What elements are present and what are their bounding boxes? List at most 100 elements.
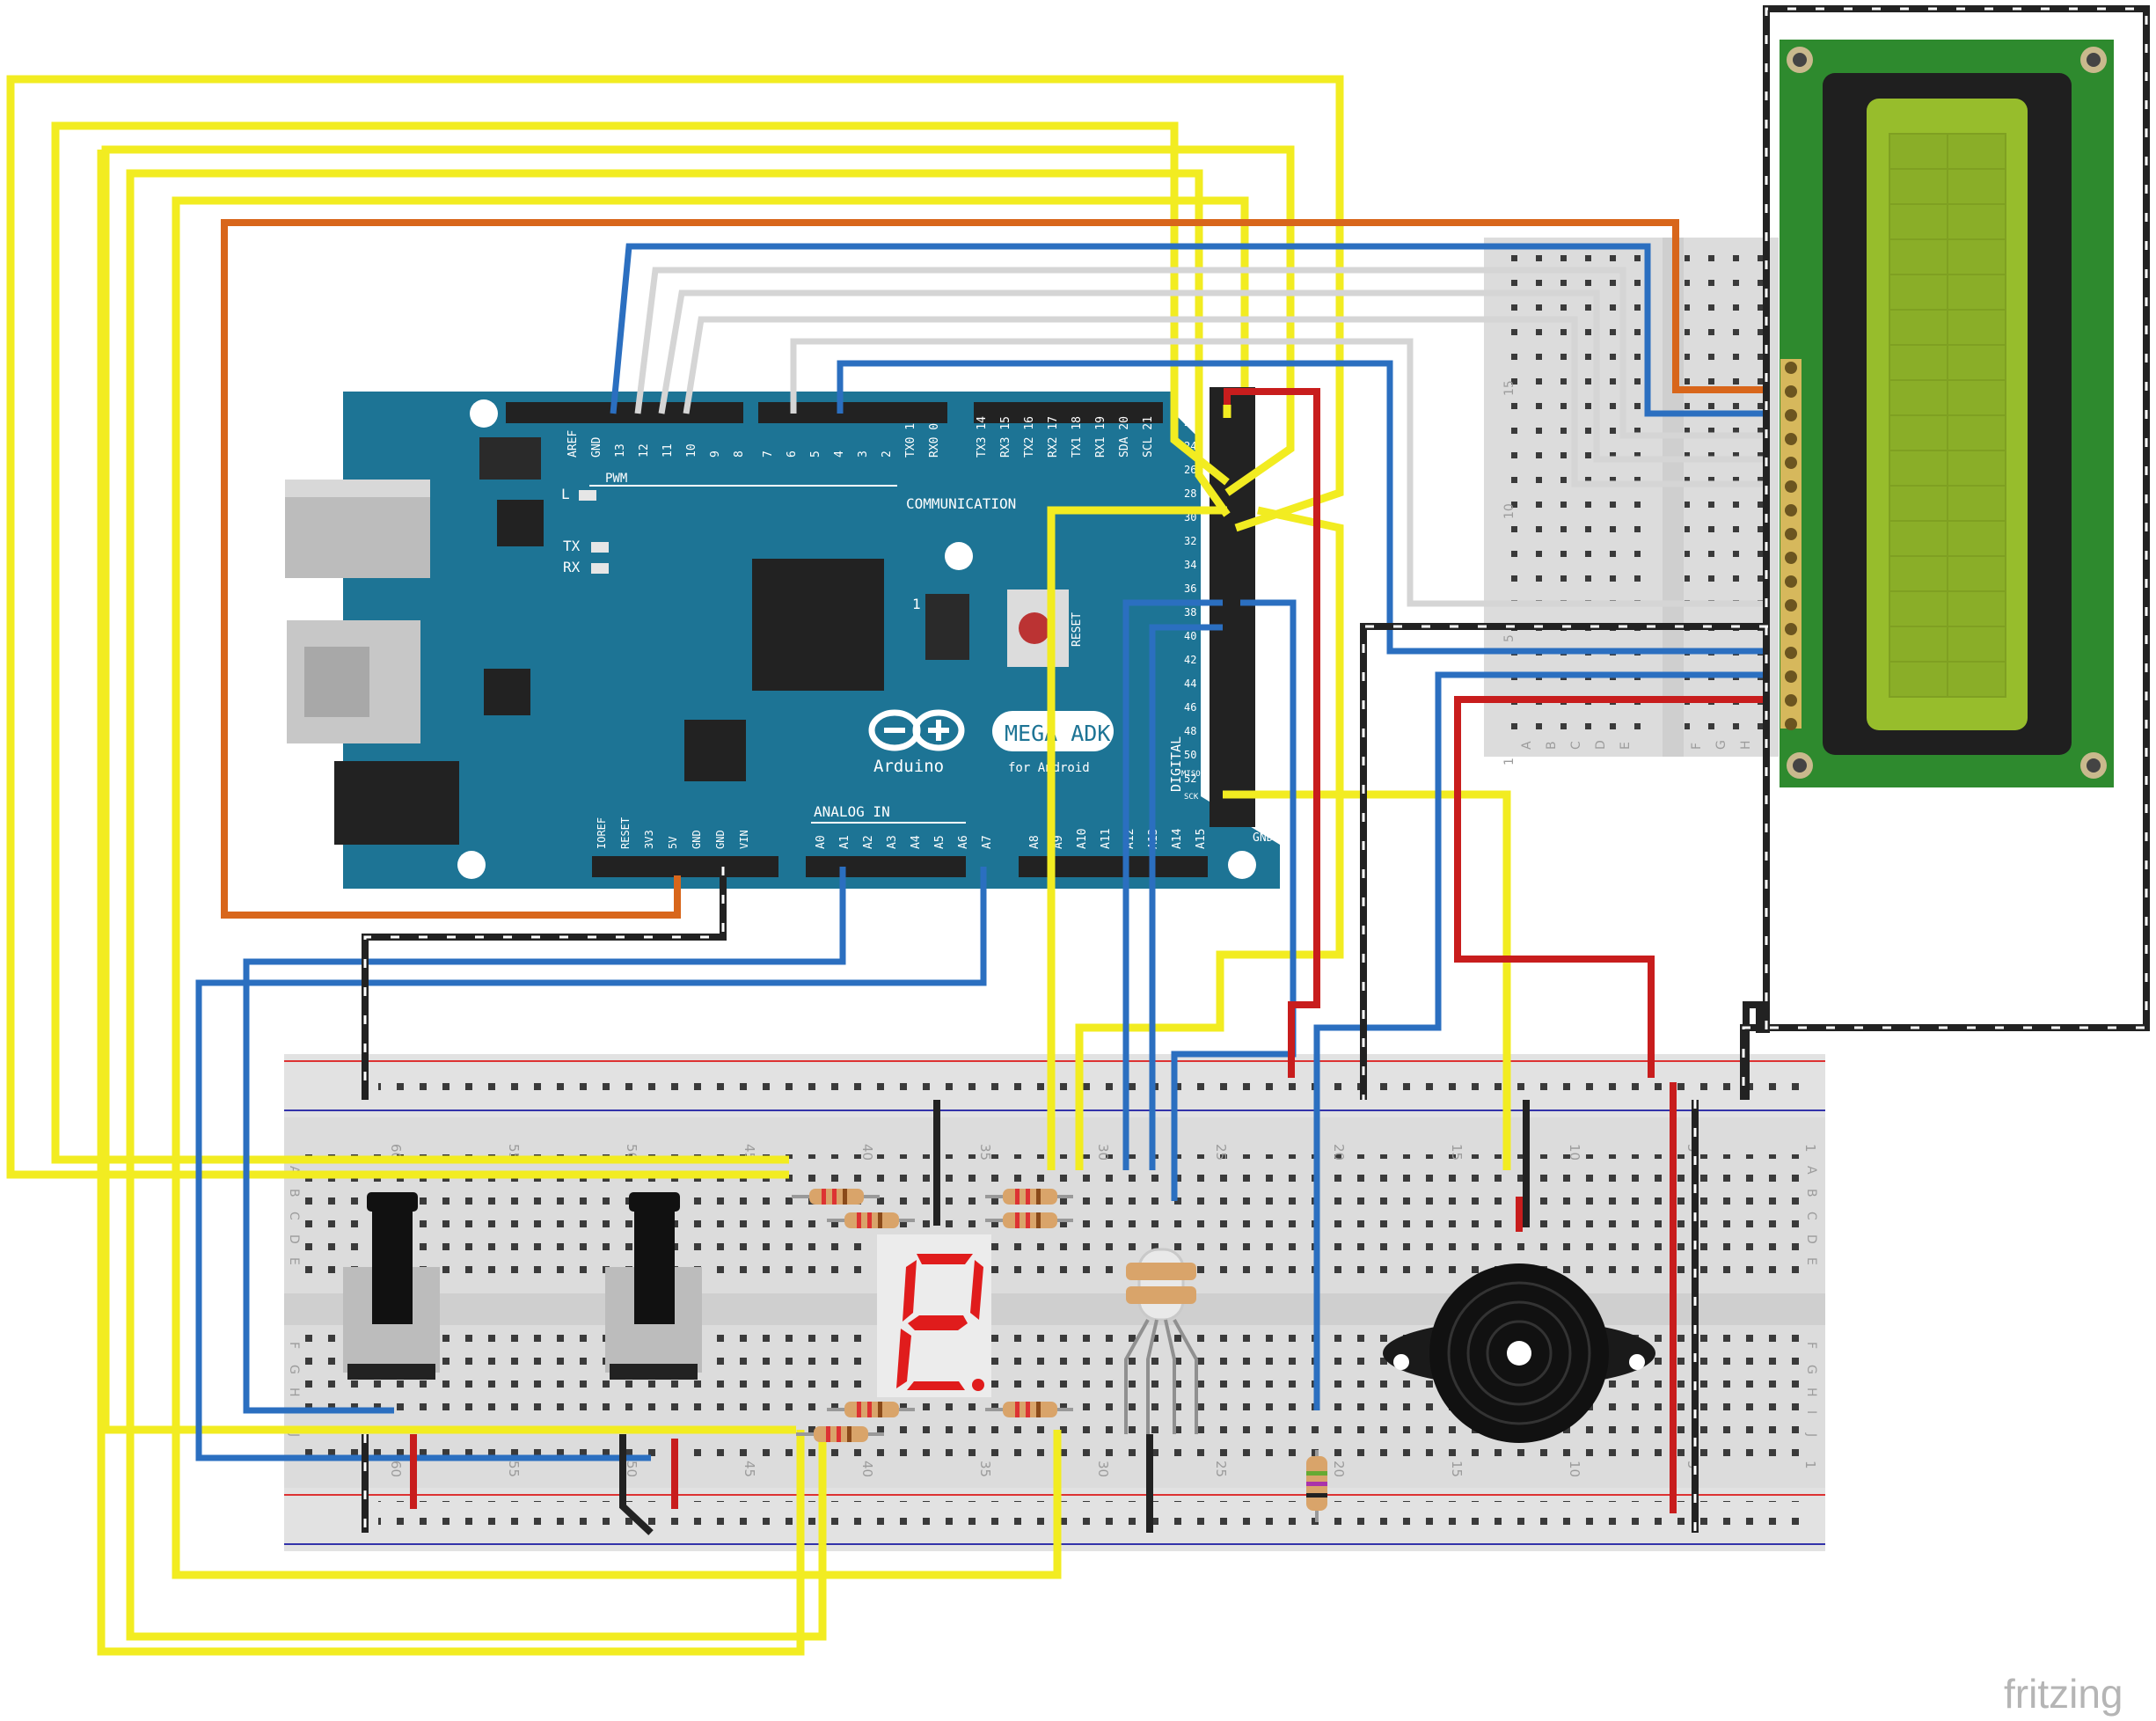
pin-label: A7 bbox=[981, 835, 994, 849]
header-pin-label: 28 bbox=[1184, 487, 1196, 500]
miso-label: MISO bbox=[1181, 770, 1201, 779]
small-bb-col-label: C bbox=[1569, 741, 1583, 750]
header-pin-label: 22 bbox=[1184, 416, 1196, 428]
small-bb-col-label: E bbox=[1619, 742, 1633, 750]
column-number: 45 bbox=[742, 1461, 757, 1477]
pin-label: AREF bbox=[566, 430, 580, 458]
reset-label: RESET bbox=[1071, 612, 1084, 647]
pin-label: A6 bbox=[957, 835, 970, 849]
header-pin-label: 35 bbox=[1261, 559, 1274, 571]
row-label: E bbox=[1804, 1257, 1818, 1265]
pin-label: 7 bbox=[762, 450, 775, 458]
potentiometer-2 bbox=[605, 1192, 702, 1380]
pin-label: A5 bbox=[933, 835, 946, 849]
pin-label: A3 bbox=[886, 835, 899, 849]
pin-label: 6 bbox=[786, 450, 799, 458]
small-bb-col-label: H bbox=[1739, 740, 1753, 750]
row-label: J bbox=[287, 1432, 301, 1437]
pin-label: A15 bbox=[1195, 829, 1208, 849]
header-pin-label: 29 bbox=[1261, 487, 1274, 500]
header-pin-label: 53 bbox=[1261, 773, 1274, 785]
pin-label: RESET bbox=[619, 817, 632, 849]
column-number: 30 bbox=[1095, 1144, 1111, 1161]
pin-label: 10 bbox=[685, 443, 698, 458]
pin-label: TX1 18 bbox=[1071, 416, 1084, 458]
column-number: 1 bbox=[1802, 1461, 1818, 1469]
mosi-label: MOSI bbox=[1261, 770, 1281, 779]
header-pin-label: 52 bbox=[1184, 773, 1196, 785]
column-number: 20 bbox=[1331, 1461, 1347, 1477]
resistors bbox=[792, 1189, 1073, 1442]
pin-label: 11 bbox=[661, 443, 675, 458]
row-label: A bbox=[1804, 1166, 1818, 1175]
potentiometer-1 bbox=[343, 1192, 440, 1380]
resistor bbox=[985, 1402, 1073, 1417]
sck-label: SCK bbox=[1184, 793, 1199, 802]
gnd-label: GND bbox=[1253, 831, 1274, 845]
lcd-pin bbox=[1785, 385, 1797, 398]
pin-label: 3V3 bbox=[643, 830, 655, 849]
header-pin-label: 47 bbox=[1261, 701, 1274, 714]
header-pin-label: 49 bbox=[1261, 725, 1274, 737]
pin-label: RX2 17 bbox=[1047, 416, 1060, 458]
pin-label: IOREF bbox=[596, 817, 608, 849]
pin-label: A2 bbox=[862, 835, 875, 849]
small-bb-col-label: D bbox=[1594, 740, 1608, 750]
lcd-pin bbox=[1785, 433, 1797, 445]
column-number: 20 bbox=[1331, 1144, 1347, 1161]
row-label: G bbox=[287, 1365, 301, 1374]
pin-label: SDA 20 bbox=[1118, 416, 1131, 458]
brand-label: Arduino bbox=[873, 757, 944, 776]
pin-label: 5V bbox=[667, 837, 679, 849]
lcd-pin bbox=[1785, 528, 1797, 540]
pin-label: GND bbox=[691, 830, 703, 849]
pin-label: A1 bbox=[838, 835, 851, 849]
pin-label: A8 bbox=[1028, 835, 1041, 849]
lcd-pin bbox=[1785, 623, 1797, 635]
header-pin-label: 5V bbox=[1184, 392, 1196, 405]
pin-label: 4 bbox=[833, 450, 846, 458]
communication-label: COMMUNICATION bbox=[906, 495, 1016, 512]
small-bb-col-label: B bbox=[1545, 741, 1559, 750]
column-number: 10 bbox=[1567, 1461, 1582, 1477]
lcd-pin bbox=[1785, 409, 1797, 421]
column-number: 25 bbox=[1213, 1144, 1229, 1161]
pin-label: RX1 19 bbox=[1094, 416, 1107, 458]
pin-label: A10 bbox=[1076, 829, 1089, 849]
pin-label: 3 bbox=[857, 450, 870, 458]
pin-label: A14 bbox=[1171, 828, 1184, 849]
header-pin-label: 45 bbox=[1261, 677, 1274, 690]
analog-in-label: ANALOG IN bbox=[814, 803, 890, 820]
row-label: G bbox=[1804, 1365, 1818, 1374]
pin-label: A11 bbox=[1100, 829, 1113, 849]
wires bbox=[6, 5, 2150, 1656]
lcd-pin bbox=[1785, 647, 1797, 659]
row-label: D bbox=[287, 1234, 301, 1244]
arduino-mega-adk-board: RESET 1 L TX RX Arduino MEGA ADK for And… bbox=[285, 387, 1281, 889]
column-number: 25 bbox=[1213, 1461, 1229, 1477]
pwm-label: PWM bbox=[605, 472, 627, 486]
header-pin-label: 39 bbox=[1261, 606, 1274, 619]
pin-label: TX2 16 bbox=[1023, 416, 1036, 458]
row-label: H bbox=[287, 1388, 301, 1397]
small-bb-row-number: 10 bbox=[1502, 503, 1517, 519]
header-pin-label: 41 bbox=[1261, 630, 1274, 642]
pin-label: GND bbox=[714, 830, 727, 849]
row-label: J bbox=[1804, 1432, 1818, 1437]
row-label: F bbox=[1804, 1342, 1818, 1349]
led-rx-label: RX bbox=[563, 559, 581, 575]
header-pin-label: 51 bbox=[1261, 749, 1274, 761]
led-tx-label: TX bbox=[563, 538, 581, 554]
header-pin-label: 32 bbox=[1184, 535, 1196, 547]
row-label: I bbox=[1804, 1410, 1818, 1414]
pin-label: 8 bbox=[733, 450, 746, 458]
small-bb-col-label: F bbox=[1690, 743, 1704, 750]
pin-label: TX0 1 bbox=[904, 423, 917, 458]
arduino-logo-icon bbox=[868, 709, 965, 751]
pin-label: 13 bbox=[614, 443, 627, 458]
resistor bbox=[985, 1189, 1073, 1205]
resistor bbox=[792, 1189, 880, 1205]
pin-label: VIN bbox=[738, 830, 750, 849]
